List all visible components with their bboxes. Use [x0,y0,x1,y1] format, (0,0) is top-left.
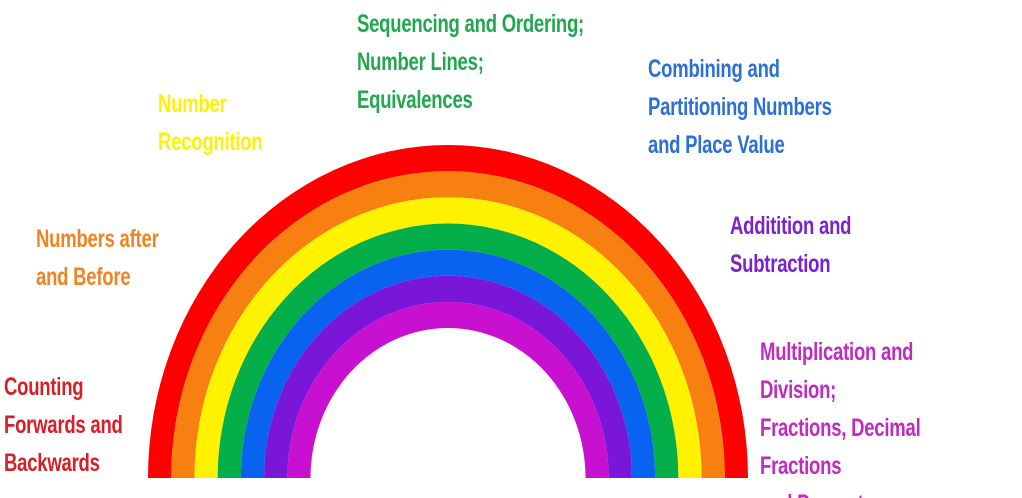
rainbow-band-blue [240,249,656,478]
label-combining-partitioning: Combining and Partitioning Numbers and P… [648,55,832,159]
rainbow-band-magenta [287,301,609,478]
label-addition-subtraction: Additition and Subtraction [730,212,852,278]
rainbow-band-purple [264,275,632,478]
label-number-recognition: Number Recognition [158,90,263,156]
rainbow-band-green [217,223,679,478]
label-numbers-after-before: Numbers after and Before [36,225,159,291]
label-multiplication-division: Multiplication and Division; Fractions, … [760,338,921,498]
label-sequencing-ordering: Sequencing and Ordering; Number Lines; E… [357,10,584,114]
label-counting-forwards-backwards: Counting Forwards and Backwards [4,373,123,477]
